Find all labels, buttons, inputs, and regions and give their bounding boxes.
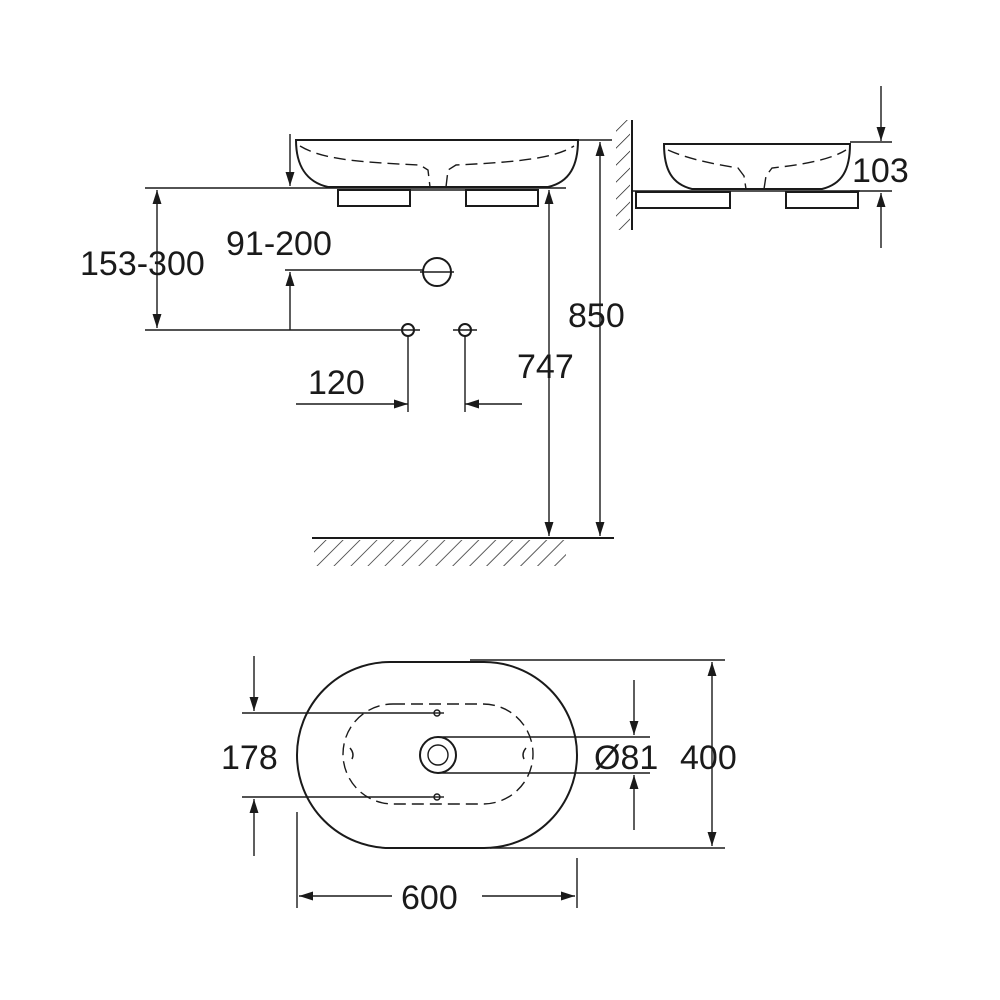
label-91-200: 91-200: [226, 225, 332, 263]
fixing-hole-left: [396, 323, 420, 337]
counter-block-left: [337, 189, 411, 207]
front-view: 153-300 91-200 120 747 850: [80, 134, 625, 566]
basin-top-inner-dashed: [342, 703, 534, 805]
label-103: 103: [852, 152, 909, 190]
basin-side-inner-dashed: [667, 149, 847, 190]
counter-block-side-right: [785, 191, 859, 209]
fixing-point-top: [430, 709, 444, 717]
side-view: 103: [616, 86, 909, 248]
counter-block-right: [465, 189, 539, 207]
label-747: 747: [517, 348, 574, 386]
fixing-hole-right: [453, 323, 477, 337]
label-153-300: 153-300: [80, 245, 205, 283]
label-diameter-81: Ø81: [594, 739, 658, 777]
label-400: 400: [680, 739, 737, 777]
label-850: 850: [568, 297, 625, 335]
label-178: 178: [221, 739, 278, 777]
top-view: 178 Ø81 400 600: [221, 656, 737, 917]
wall-hatch: [616, 120, 633, 230]
label-120: 120: [308, 364, 365, 402]
basin-side-outline: [662, 143, 852, 190]
basin-top-outline: [296, 661, 578, 849]
basin-front-outline: [294, 139, 580, 188]
waste-outlet-top: [419, 736, 457, 774]
label-600: 600: [401, 879, 458, 917]
basin-front-inner-dashed: [299, 145, 575, 188]
floor-hatch: [312, 537, 614, 566]
counter-block-side-left: [635, 191, 731, 209]
fixing-point-bottom: [430, 793, 444, 801]
waste-outlet-symbol: [420, 257, 454, 287]
